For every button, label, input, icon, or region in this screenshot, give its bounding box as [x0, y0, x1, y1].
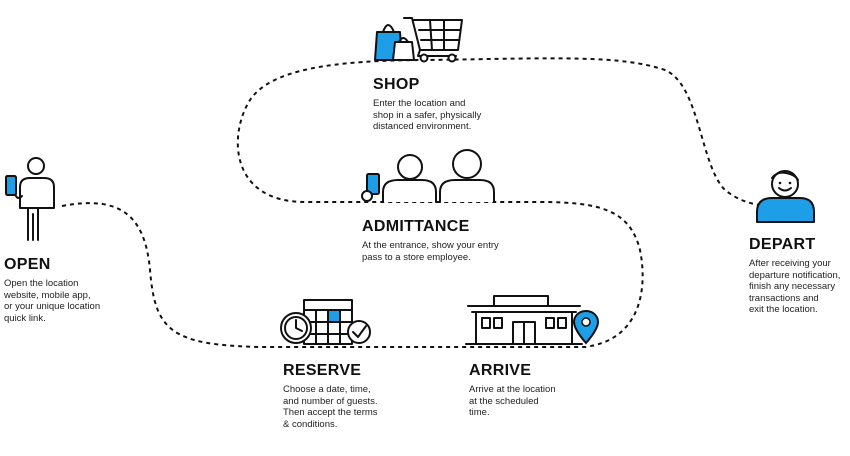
step-depart: DEPART After receiving your departure no… — [749, 236, 849, 316]
calendar-highlight-day — [329, 311, 339, 321]
step-description: Choose a date, time, and number of guest… — [283, 384, 378, 430]
step-title: OPEN — [4, 256, 51, 273]
step-admittance: ADMITTANCE At the entrance, show your en… — [362, 218, 552, 263]
step-description: At the entrance, show your entry pass to… — [362, 240, 499, 263]
step-open: OPEN Open the location website, mobile a… — [4, 256, 129, 324]
step-description: Open the location website, mobile app, o… — [4, 278, 101, 324]
step-title: RESERVE — [283, 362, 362, 379]
step-description: Arrive at the location at the scheduled … — [469, 384, 556, 418]
step-arrive: ARRIVE Arrive at the location at the sch… — [469, 362, 599, 419]
step-description: After receiving your departure notificat… — [749, 258, 841, 315]
step-description: Enter the location and shop in a safer, … — [373, 98, 482, 132]
step-title: DEPART — [749, 236, 816, 253]
step-reserve: RESERVE Choose a date, time, and number … — [283, 362, 413, 430]
step-title: ARRIVE — [469, 362, 532, 379]
step-title: SHOP — [373, 76, 420, 93]
step-shop: SHOP Enter the location and shop in a sa… — [373, 76, 523, 133]
step-title: ADMITTANCE — [362, 218, 470, 235]
